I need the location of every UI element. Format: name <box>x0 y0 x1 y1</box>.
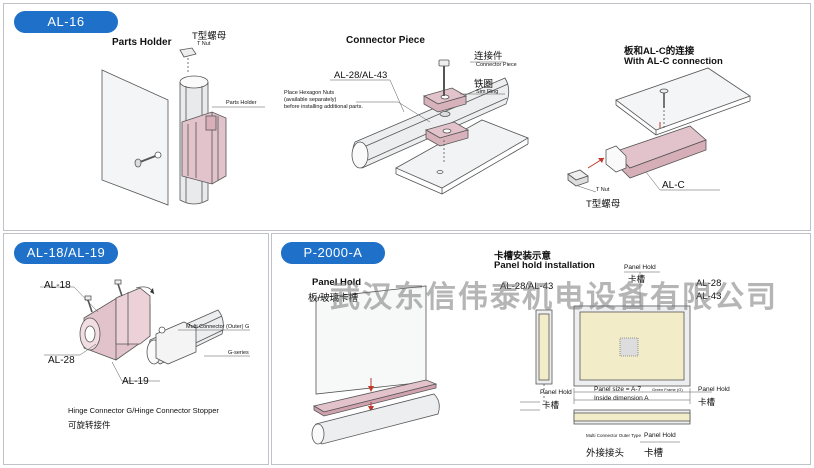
panel-hold-strip <box>312 379 438 417</box>
t-nut-cn-label: T型螺母 <box>192 31 227 42</box>
inside-dimension-label: Inside dimension A <box>594 395 649 402</box>
install-frame <box>573 305 691 387</box>
connector-note-1: Place Hexagon Nuts <box>284 90 335 96</box>
al28-label: AL-28 <box>48 355 75 366</box>
connector-bolt <box>438 59 450 96</box>
panel-al18 <box>3 233 269 465</box>
install-title-cn: 卡槽安装示意 <box>494 251 552 262</box>
install-title-en: Panel hold installation <box>494 260 595 271</box>
alc-title-cn: 板和AL-C的连接 <box>624 46 695 57</box>
al16-screw <box>134 151 162 168</box>
g-series-label: G-series <box>228 350 249 356</box>
panel-hold-right-en: Panel Hold <box>698 386 730 393</box>
hinge-caption-en: Hinge Connector G/Hinge Connector Stoppe… <box>68 406 219 415</box>
panel-hold-en: Panel Hold <box>312 277 362 288</box>
panel-hold-top-cn: 卡槽 <box>628 274 646 284</box>
alc-screw <box>659 88 669 128</box>
connector-piece-en: Connector Piece <box>476 62 517 68</box>
panel-hold-cn: 板/玻璃卡槽 <box>308 293 359 304</box>
connector-piece-title: Connector Piece <box>346 35 425 46</box>
panel-size-label: Panel size = A-7 <box>594 386 642 393</box>
multi-connector-outer-label: Multi Connector Outer Type <box>586 433 641 438</box>
al16-t-nut <box>179 47 197 74</box>
p2000-profile-tube <box>311 393 440 445</box>
al16-parts-holder-part <box>181 111 227 185</box>
connector-profile-label: AL-28/AL-43 <box>334 70 388 81</box>
install-profile-right-1: AL-28 <box>696 278 722 289</box>
hinge-caption-cn: 可旋转接件 <box>68 420 111 430</box>
install-profile-left: AL-28/AL-43 <box>500 281 554 292</box>
panel-hold-left-en: Panel Hold <box>540 389 572 396</box>
panel-hold-right-cn: 卡槽 <box>698 397 716 407</box>
al18-label: AL-18 <box>44 280 71 291</box>
outer-joint-cn: 外接接头 <box>586 448 625 459</box>
parts-holder-title: Parts Holder <box>112 37 172 48</box>
alc-plate <box>615 67 751 136</box>
multi-connector-outer-g <box>155 321 197 365</box>
alc-t-nut-en: T Nut <box>596 187 610 193</box>
sim-ring-cn: 铁圈 <box>474 79 494 90</box>
alc-t-nut <box>567 169 589 187</box>
connector-note-3: before installing additional parts. <box>284 104 363 110</box>
connector-sim-ring <box>439 111 451 117</box>
install-side-profile <box>535 309 553 404</box>
alc-title-en: With AL-C connection <box>624 56 723 67</box>
panel-hold-top-en: Panel Hold <box>624 264 656 271</box>
parts-holder-label: Parts Holder <box>226 100 257 106</box>
al19-stopper-part <box>115 287 151 346</box>
t-nut-en-label: T Nut <box>197 41 211 47</box>
panel-hold-bottom-cn: 卡槽 <box>644 448 664 459</box>
green-frame-label: Green Frame (G) <box>652 387 683 392</box>
multi-connector-label: Multi Connector (Outer) G <box>186 324 250 330</box>
sim-ring-en: Sim Ring <box>476 89 499 95</box>
alc-t-nut-cn: T型螺母 <box>586 199 621 210</box>
connector-piece-lower <box>424 121 470 147</box>
connector-profile-tube <box>351 77 510 169</box>
install-bottom-profile <box>573 409 691 425</box>
al19-label: AL-19 <box>122 376 149 387</box>
alc-profile-label: AL-C <box>662 180 685 191</box>
connector-note-2: (available separately) <box>284 97 337 103</box>
connector-piece-cn: 连接件 <box>474 51 503 62</box>
alc-profile <box>605 125 707 179</box>
tag-p2000a: P-2000-A <box>281 242 385 264</box>
al16-wall-plate <box>101 69 169 206</box>
company-watermark: 武汉东信伟泰机电设备有限公司 <box>330 280 778 315</box>
panel-hold-bottom-en: Panel Hold <box>644 432 676 439</box>
tag-al18-al19: AL-18/AL-19 <box>14 242 118 264</box>
install-profile-right-2: AL-43 <box>696 291 722 302</box>
panel-hold-left-cn: 卡槽 <box>542 400 560 410</box>
tag-al16: AL-16 <box>14 11 118 33</box>
